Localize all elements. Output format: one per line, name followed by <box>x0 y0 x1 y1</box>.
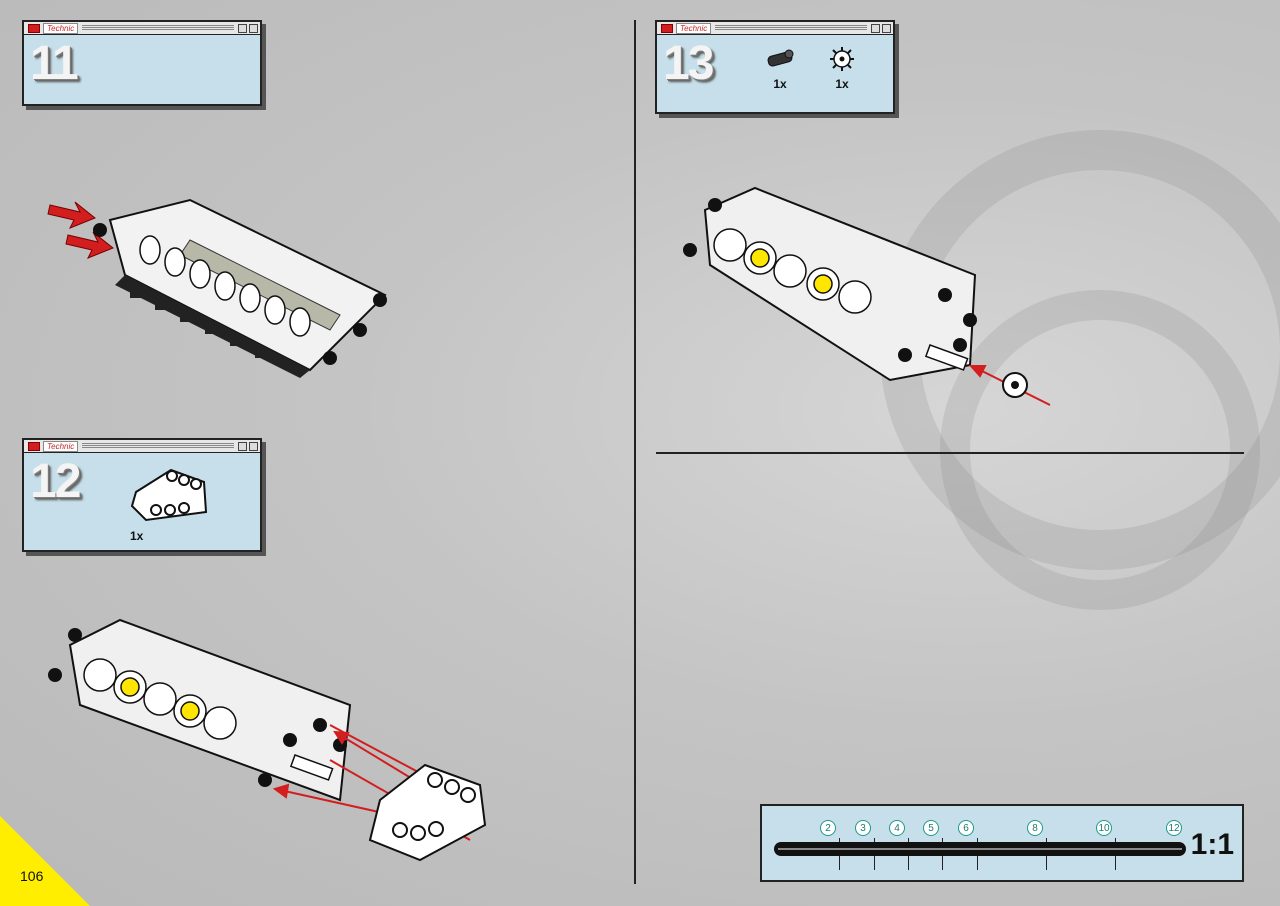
step-box-12: Technic 12 1x <box>22 438 262 552</box>
part-quantity: 1x <box>773 77 787 91</box>
window-button-icon <box>249 441 258 451</box>
page-number: 106 <box>20 868 44 884</box>
ruler-mark: 2 <box>820 820 836 836</box>
ruler-mark: 4 <box>889 820 905 836</box>
brand-label: Technic <box>676 22 712 34</box>
engine-block-icon <box>93 198 387 378</box>
step-titlebar: Technic <box>24 22 260 35</box>
window-button-icon <box>882 23 891 33</box>
ruler-mark: 12 <box>1166 820 1182 836</box>
window-button-icon <box>249 23 258 33</box>
ruler-mark: 6 <box>958 820 974 836</box>
measurement-ruler: 2 3 4 5 6 8 10 12 1:1 <box>760 804 1244 882</box>
gear-part <box>1002 372 1028 398</box>
brand-label: Technic <box>43 440 79 452</box>
gear-icon <box>830 47 854 71</box>
titlebar-stripes <box>82 25 234 31</box>
window-button-icon <box>238 23 247 33</box>
brand-logo-icon <box>28 441 40 451</box>
horizontal-divider <box>656 452 1244 454</box>
window-button-icon <box>871 23 880 33</box>
titlebar-stripes <box>715 25 867 31</box>
brand-logo-icon <box>28 23 40 33</box>
brand-logo-icon <box>661 23 673 33</box>
step-titlebar: Technic <box>657 22 893 35</box>
engine-assembly-step-13 <box>683 186 1051 406</box>
step-box-11: Technic 11 <box>22 20 262 106</box>
brand-label: Technic <box>43 22 79 34</box>
engine-block-icon <box>683 186 977 382</box>
ruler-mark: 5 <box>923 820 939 836</box>
page-corner-marker <box>0 816 90 906</box>
step-number: 13 <box>663 37 714 90</box>
titlebar-stripes <box>82 443 234 449</box>
part-quantity: 1x <box>835 77 849 91</box>
engine-assembly-step-12 <box>48 618 487 862</box>
insertion-arrow-icon <box>47 201 114 259</box>
ruler-mark: 8 <box>1027 820 1043 836</box>
axle-pin-icon <box>767 49 794 67</box>
part-callout: 1x <box>765 46 795 91</box>
axle-reference-bar <box>774 842 1186 856</box>
ruler-mark: 10 <box>1096 820 1112 836</box>
engine-block-icon <box>48 618 352 802</box>
window-button-icon <box>238 441 247 451</box>
engine-assembly-step-11 <box>47 198 387 378</box>
vertical-divider <box>634 20 636 884</box>
part-callout: 1x <box>827 46 857 91</box>
part-callout: 1x <box>124 462 214 543</box>
step-number: 11 <box>30 37 79 90</box>
scale-label: 1:1 <box>1190 828 1234 861</box>
beam-connector-icon <box>130 468 208 522</box>
ruler-mark: 3 <box>855 820 871 836</box>
beam-connector-part <box>368 763 487 862</box>
part-quantity: 1x <box>130 529 144 543</box>
step-box-13: Technic 13 1x 1x <box>655 20 895 114</box>
step-titlebar: Technic <box>24 440 260 453</box>
step-number: 12 <box>30 455 81 508</box>
